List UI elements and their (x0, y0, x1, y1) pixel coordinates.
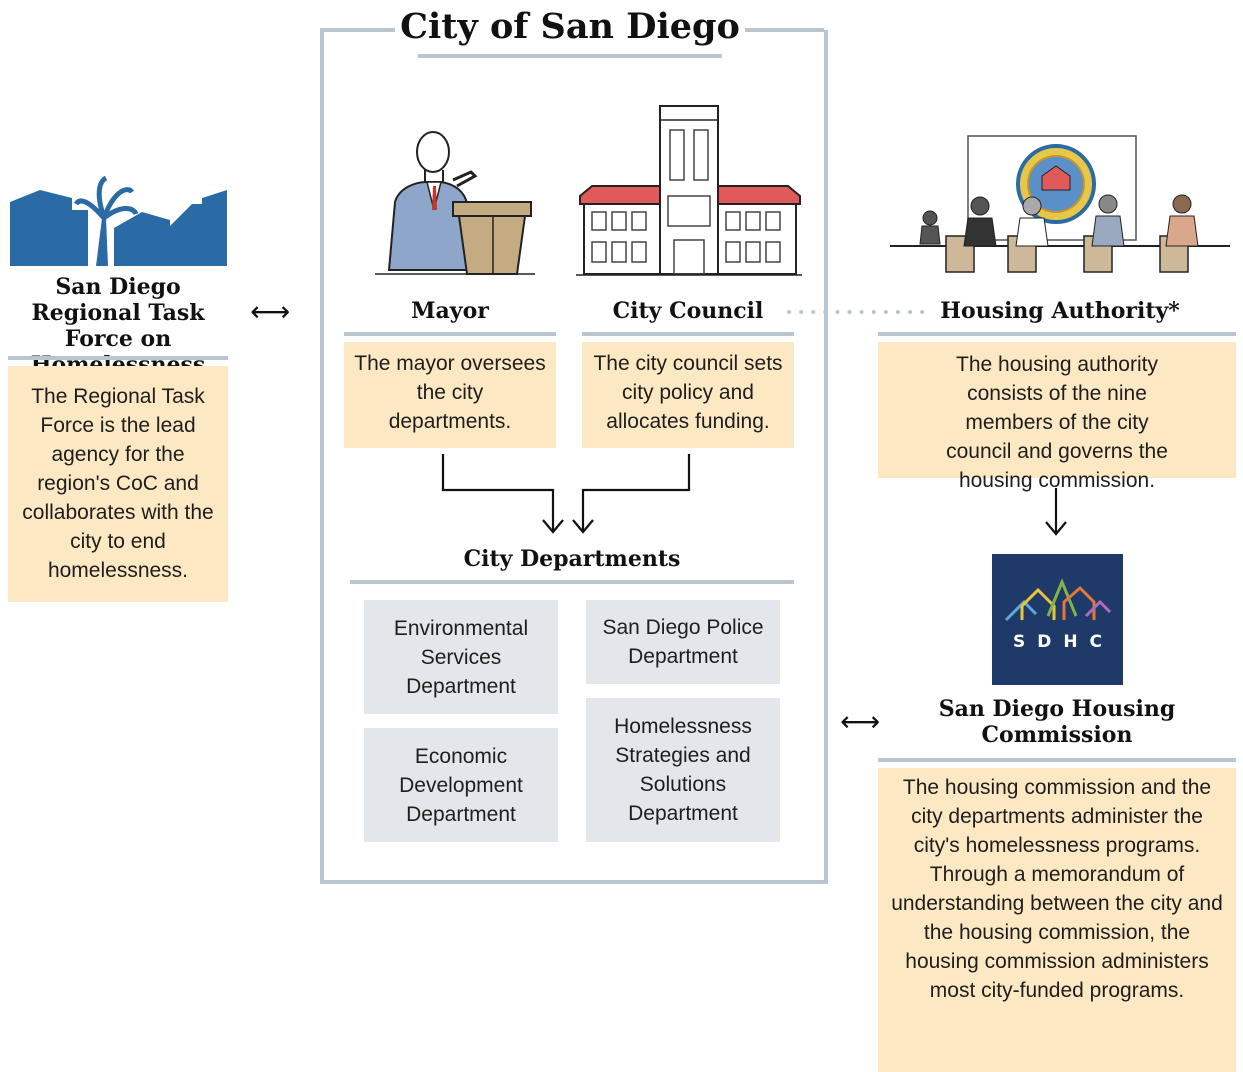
city-hall-illustration-icon (576, 105, 802, 276)
city-title: City of San Diego (395, 2, 745, 52)
housing-authority-description: The housing authority consists of the ni… (878, 342, 1236, 492)
mayor-description: The mayor oversees the city departments. (344, 342, 556, 448)
mayor-rule (344, 332, 556, 336)
department-homelessness-strategies: Homelessness Strategies and Solutions De… (586, 698, 780, 842)
frame-top-left (320, 28, 400, 32)
task-force-rule (8, 356, 228, 360)
sdhc-logo: SDHC (992, 554, 1123, 685)
city-council-description: The city council sets city policy and al… (582, 342, 794, 448)
task-force-description: The Regional Task Force is the lead agen… (8, 366, 228, 602)
commission-double-arrow-icon: ⟷ (840, 706, 881, 737)
task-force-name: San Diego Regional Task Force on Homeles… (30, 274, 206, 378)
sdhc-logo-text: SDHC (1012, 632, 1115, 652)
authority-to-commission-arrow (1045, 488, 1067, 536)
city-title-underline (418, 54, 722, 58)
frame-top-right (740, 28, 824, 32)
mayor-label: Mayor (411, 298, 489, 324)
department-environmental-services: Environmental Services Department (364, 600, 558, 714)
housing-commission-rule (878, 758, 1236, 762)
department-police: San Diego Police Department (586, 600, 780, 684)
city-council-label: City Council (612, 298, 764, 324)
task-force-double-arrow-icon: ⟷ (250, 296, 291, 327)
department-economic-development: Economic Development Department (364, 728, 558, 842)
sdhc-houses-icon (1004, 578, 1112, 622)
housing-authority-rule (878, 332, 1236, 336)
housing-commission-description: The housing commission and the city depa… (878, 768, 1236, 1072)
task-force-logo-icon (10, 175, 227, 266)
housing-commission-name: San Diego Housing Commission (938, 696, 1176, 748)
city-departments-rule (350, 580, 794, 584)
city-council-rule (582, 332, 794, 336)
to-departments-connectors (441, 454, 691, 534)
city-departments-heading: City Departments (463, 546, 681, 572)
mayor-illustration-icon (375, 131, 535, 275)
housing-authority-label: Housing Authority* (940, 298, 1180, 324)
housing-authority-illustration-icon (890, 135, 1230, 273)
council-authority-dotted-connector (787, 310, 933, 314)
city-frame (320, 30, 828, 884)
